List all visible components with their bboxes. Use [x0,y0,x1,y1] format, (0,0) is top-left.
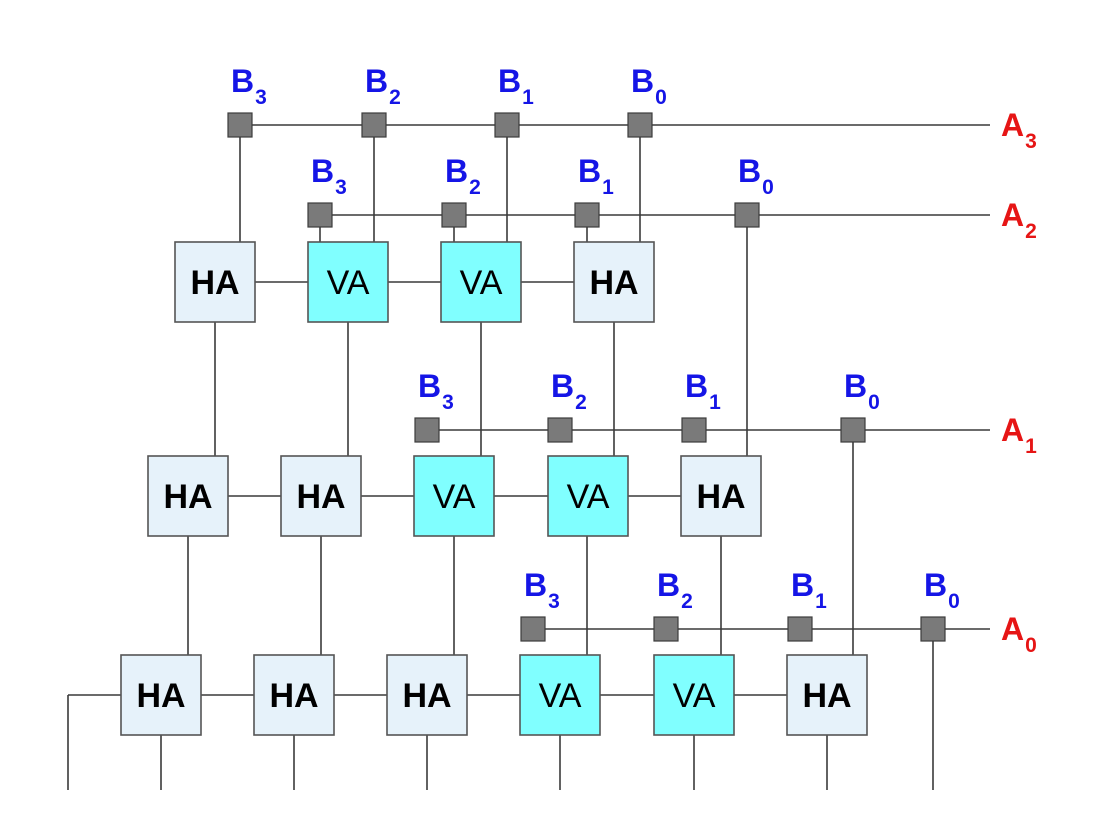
half-adder-cell [786,654,868,736]
a-label: A3 [1001,107,1037,153]
and-gate-node [734,202,760,228]
adder-label: VA [433,478,476,516]
and-gate-node [681,417,707,443]
adder-label: HA [402,677,451,715]
a-label: A2 [1001,197,1037,243]
half-adder-cell [253,654,335,736]
adder-label: HA [296,478,345,516]
half-adder-cell [386,654,468,736]
adder-label: VA [539,677,582,715]
adder-row-0: HA VA VA HA [174,241,655,323]
full-adder-cell [307,241,389,323]
b-label: B3 [231,63,267,109]
and-gate-node [547,417,573,443]
adder-label: HA [589,264,638,302]
full-adder-cell [440,241,522,323]
half-adder-cell [280,455,362,537]
and-gate-node [520,616,546,642]
b-label: B2 [657,567,693,613]
b-label: B2 [551,368,587,414]
b-label: B1 [685,368,721,414]
adder-row-1: HA HA VA VA HA [147,455,762,537]
b-label: B0 [631,63,667,109]
and-gate-node [307,202,333,228]
b-label: B3 [418,368,454,414]
b-label: B1 [498,63,534,109]
b-label: B0 [738,153,774,199]
half-adder-cell [147,455,229,537]
adder-label: HA [269,677,318,715]
adder-label: VA [327,264,370,302]
and-gate-node [574,202,600,228]
and-gate-node [840,417,866,443]
half-adder-cell [680,455,762,537]
full-adder-cell [547,455,629,537]
adder-label: VA [673,677,716,715]
b-label: B1 [578,153,614,199]
full-adder-cell [653,654,735,736]
b-label: B3 [311,153,347,199]
and-gate-node [414,417,440,443]
half-adder-cell [573,241,655,323]
adder-label: HA [802,677,851,715]
adder-label: HA [136,677,185,715]
and-gate-node [920,616,946,642]
full-adder-cell [413,455,495,537]
and-gate-node [627,112,653,138]
and-gate-node [227,112,253,138]
and-gate-node [361,112,387,138]
adder-label: HA [163,478,212,516]
adder-label: VA [567,478,610,516]
and-gate-node [441,202,467,228]
b-label: B2 [445,153,481,199]
b-label: B0 [924,567,960,613]
a-label: A1 [1001,412,1037,458]
b-label: B3 [524,567,560,613]
adder-label: HA [696,478,745,516]
and-gate-node [787,616,813,642]
b-label: B2 [365,63,401,109]
half-adder-cell [120,654,202,736]
full-adder-cell [519,654,601,736]
adder-label: VA [460,264,503,302]
a-label: A0 [1001,611,1037,657]
adder-label: HA [190,264,239,302]
and-gate-node [653,616,679,642]
adder-row-2: HA HA HA VA VA HA [120,654,868,736]
b-label: B0 [844,368,880,414]
and-gate-node [494,112,520,138]
half-adder-cell [174,241,256,323]
b-label: B1 [791,567,827,613]
